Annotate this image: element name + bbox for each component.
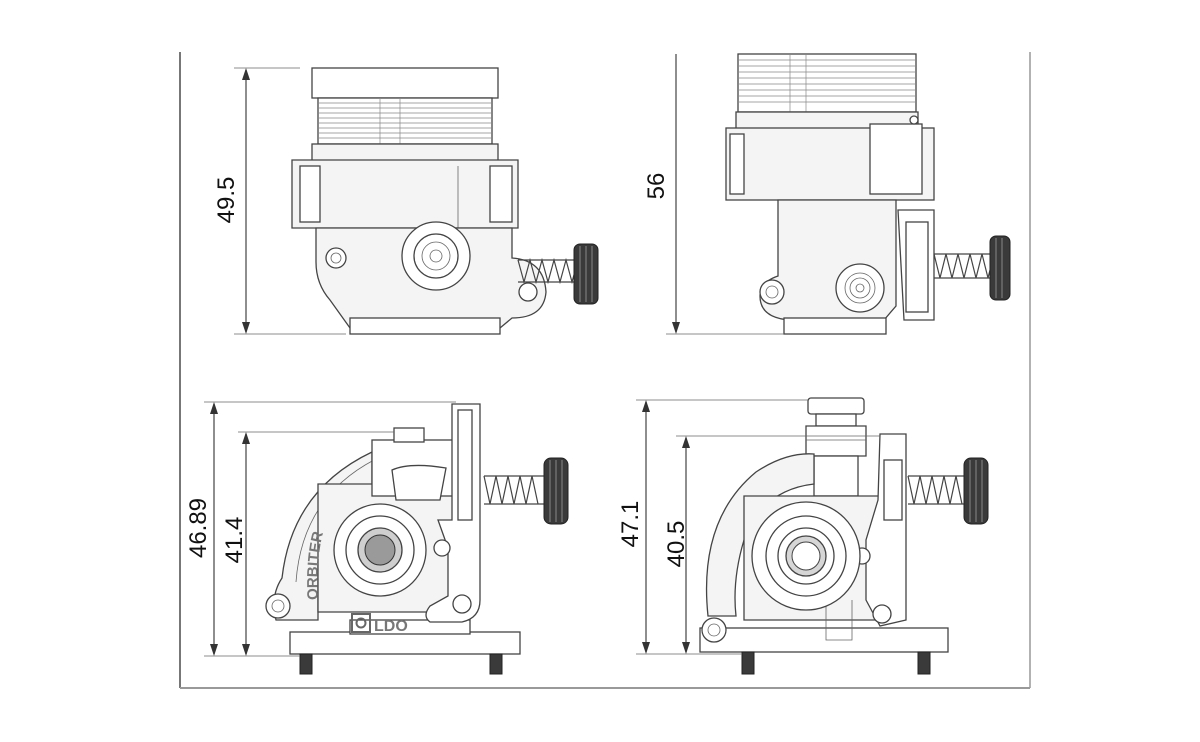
motor-fins-side [738, 54, 916, 112]
front-view-bottom-left: ORBITER LDO 46.89 [185, 401, 569, 675]
tension-spring-front [483, 475, 544, 505]
dimension-line-40-5: 40.5 [663, 435, 880, 654]
dimension-line-56: 56 [643, 54, 784, 335]
tension-spring-back [907, 475, 966, 505]
front-view-top-left: 49.5 [213, 67, 599, 335]
tension-knob-side [989, 235, 1011, 301]
ldo-text: LDO [374, 618, 408, 635]
tension-spring-side [933, 253, 995, 279]
dimension-line-47-1: 47.1 [617, 399, 808, 655]
back-view-bottom-right: 47.1 40.5 [617, 397, 989, 675]
dim-41-4: 41.4 [221, 517, 248, 564]
dim-46-89: 46.89 [185, 498, 212, 558]
screw-left-back [741, 651, 755, 675]
screw-left [299, 653, 313, 675]
ldo-logo: LDO [351, 613, 408, 635]
dim-49-5: 49.5 [213, 177, 240, 224]
dim-47-1: 47.1 [617, 501, 644, 548]
drawing-frame [179, 52, 1031, 689]
tension-spring [517, 257, 579, 285]
dim-56: 56 [643, 173, 670, 200]
dimension-line-46-89: 46.89 [185, 401, 456, 657]
screw-right-back [917, 651, 931, 675]
motor-fins [318, 98, 492, 144]
screw-right [489, 653, 503, 675]
dimension-line-49-5: 49.5 [213, 67, 346, 335]
orbiter-label: ORBITER [304, 530, 326, 601]
dimension-line-41-4: 41.4 [221, 431, 394, 656]
side-view-top-right: 56 [643, 53, 1011, 335]
dim-40-5: 40.5 [663, 521, 690, 568]
